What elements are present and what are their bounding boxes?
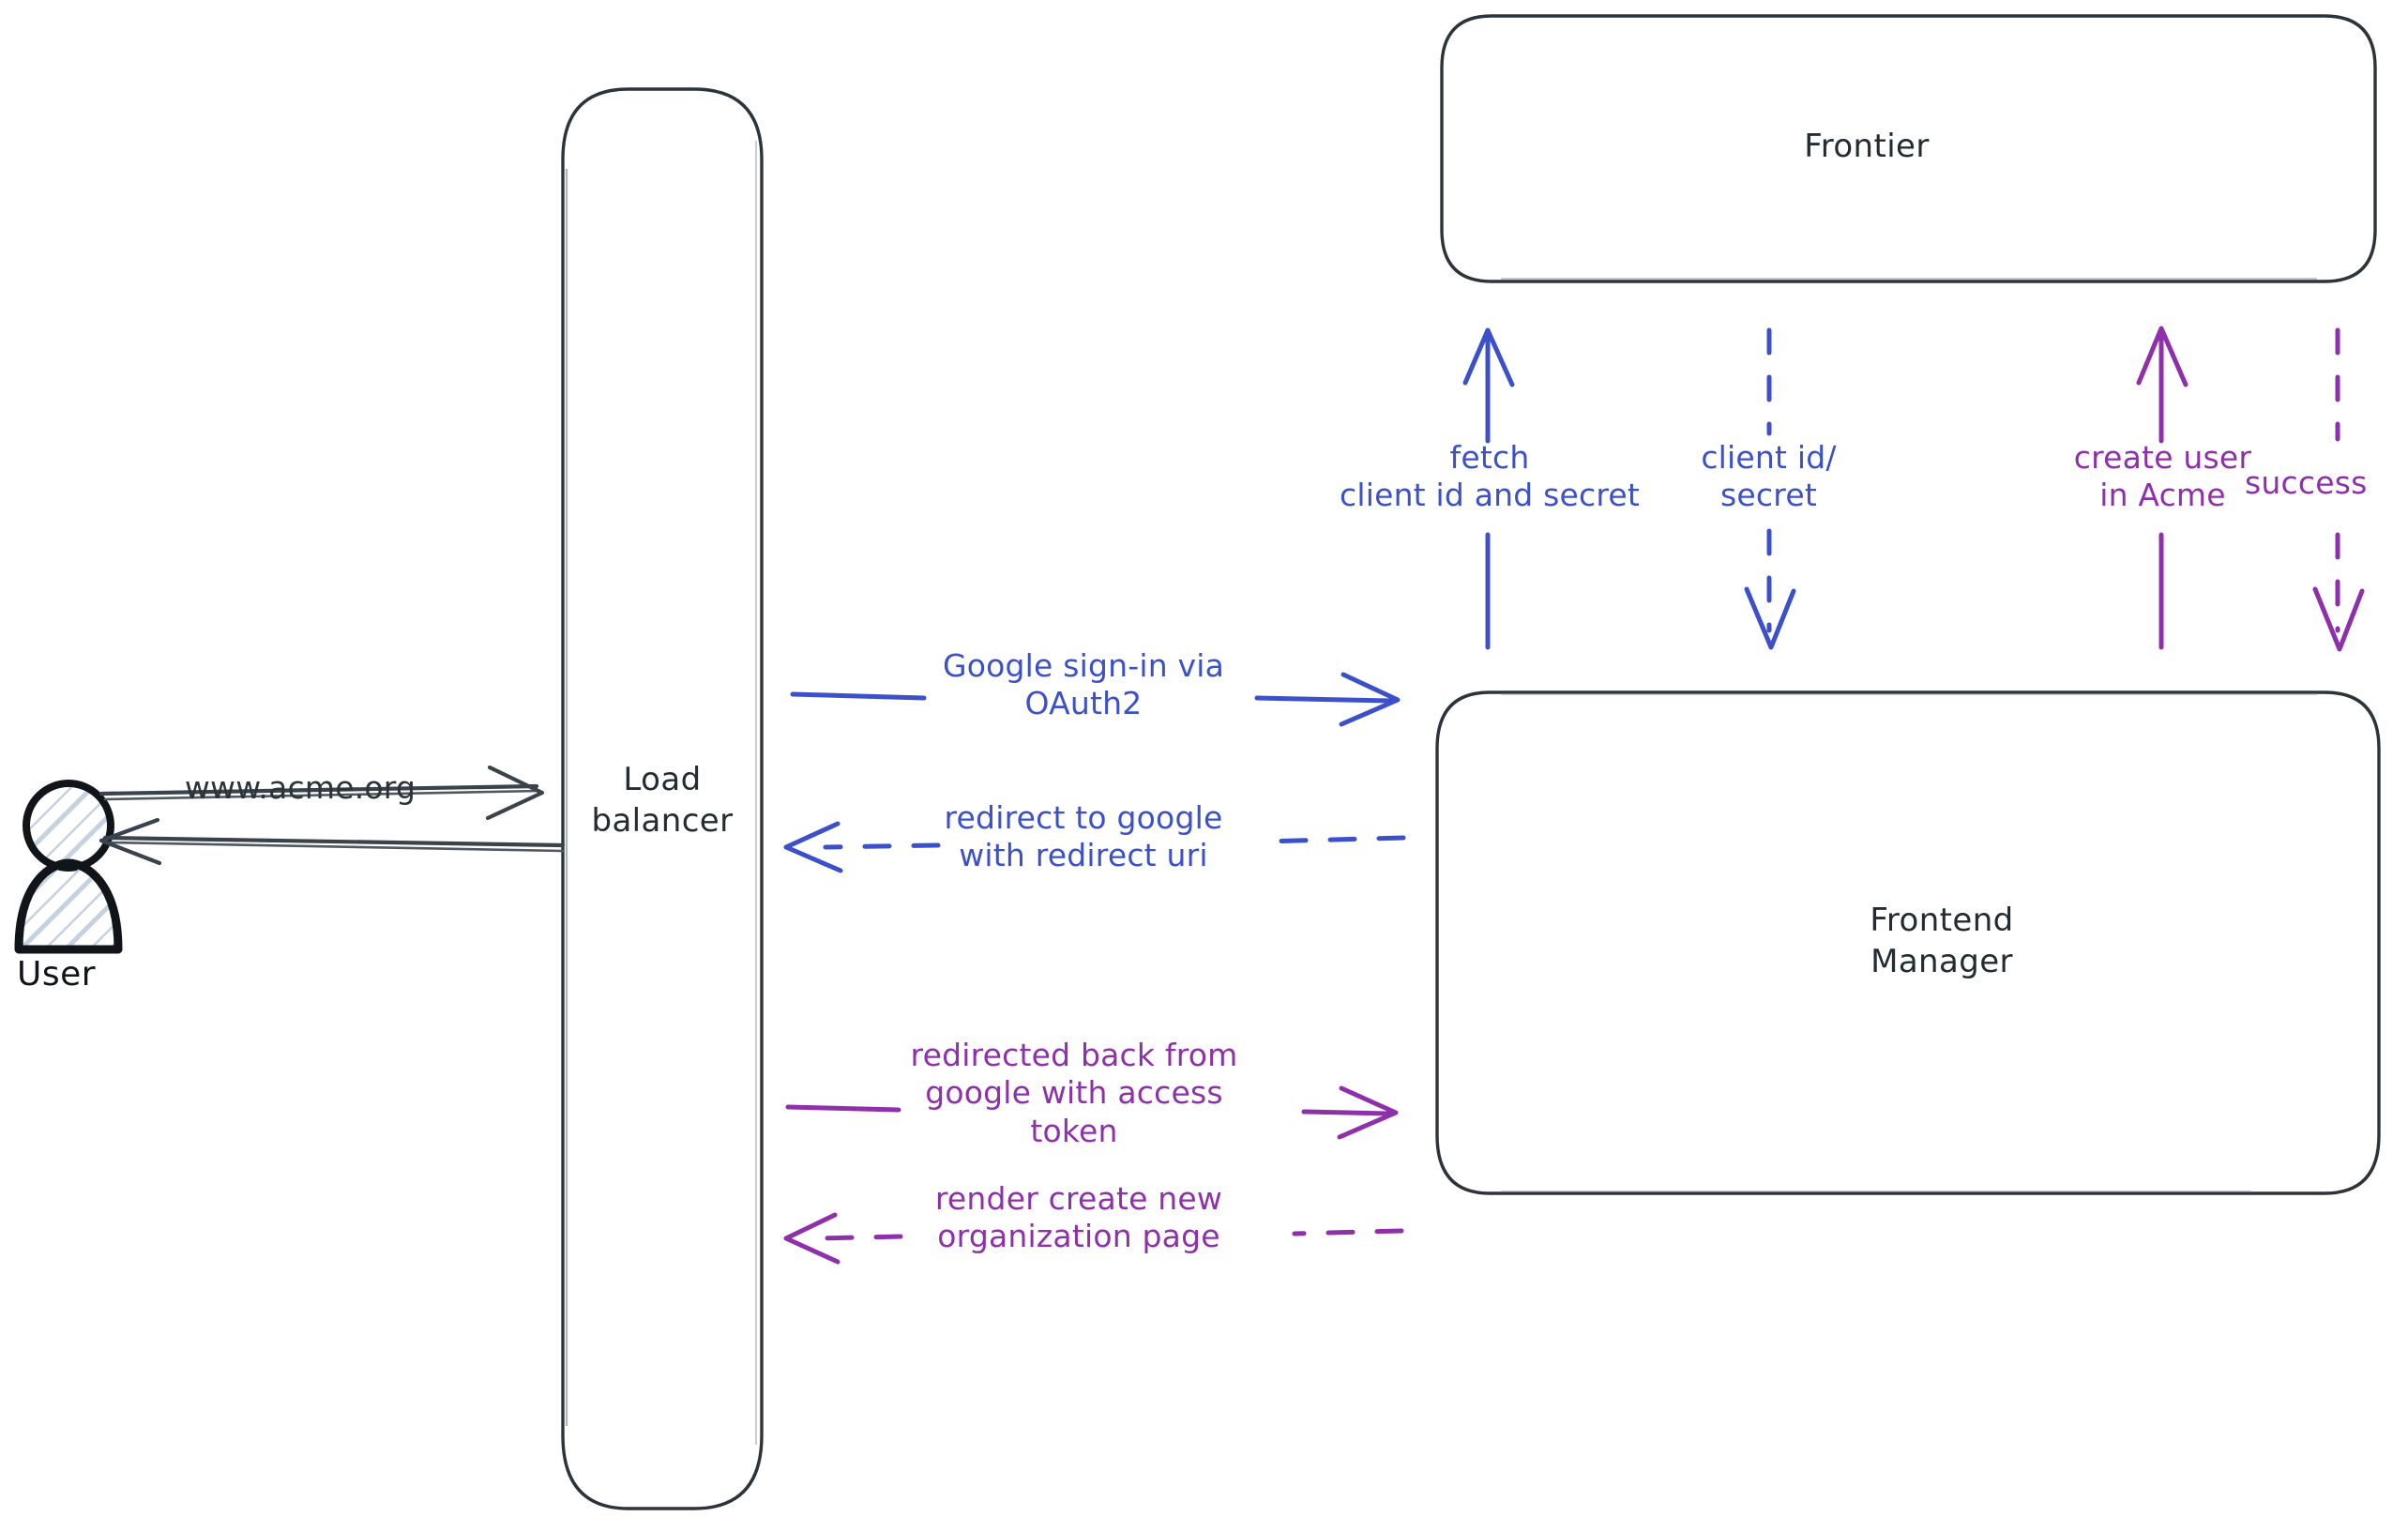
node-label-load-balancer: Load balancer: [591, 761, 734, 840]
edge-client-id-secret: [1744, 327, 1796, 650]
user-actor-label: User: [17, 955, 97, 994]
edge-label-success: success: [2245, 464, 2368, 501]
edge-label-google-signin: Google sign-in via OAuth2: [942, 647, 1225, 722]
edge-label-redirected-back-token: redirected back from google with access …: [910, 1037, 1238, 1149]
edge-redirected-back: [785, 1085, 1399, 1140]
edge-label-client-id-secret: client id/ secret: [1701, 439, 1837, 514]
edge-user-to-lb: [98, 765, 545, 821]
edge-label-create-user-in-acme: create user in Acme: [2073, 439, 2252, 514]
node-label-frontend-manager: Frontend Manager: [1870, 902, 2014, 980]
node-label-frontier: Frontier: [1804, 128, 1930, 165]
node-load-balancer-shape[interactable]: [561, 87, 764, 1510]
edge-google-signin: [790, 672, 1401, 727]
edge-fetch-client-secret: [1462, 327, 1515, 650]
edge-label-redirect-to-google: redirect to google with redirect uri: [944, 799, 1223, 874]
node-frontier-shape[interactable]: [1440, 14, 2377, 283]
edge-label-www-acme-org: www.acme.org: [184, 769, 416, 806]
edge-success: [2312, 327, 2365, 652]
node-frontend-manager-shape[interactable]: [1435, 690, 2381, 1195]
edge-label-fetch-client-secret: fetch client id and secret: [1339, 439, 1641, 514]
edge-label-render-create-org: render create new organization page: [934, 1180, 1223, 1255]
edge-render-create-org: [783, 1212, 1404, 1265]
edge-lb-to-user: [98, 817, 566, 866]
edge-redirect-to-google: [783, 821, 1406, 873]
edge-create-user-in-acme: [2136, 326, 2188, 650]
user-actor-icon: [14, 780, 123, 954]
